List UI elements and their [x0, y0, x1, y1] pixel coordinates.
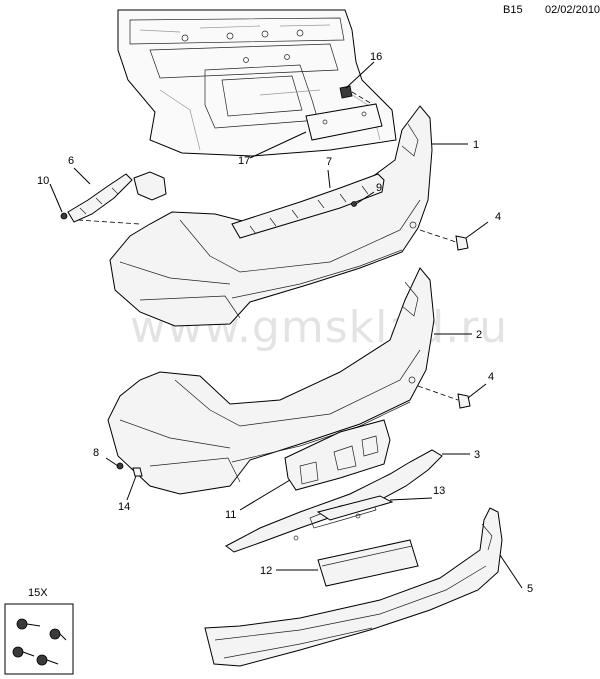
diagram-code: B15: [503, 4, 523, 16]
part-5-lower-diffuser: [204, 507, 503, 667]
callout-11: 11: [225, 509, 236, 521]
part-9-clip: [351, 201, 357, 207]
part-7-center-bracket: [231, 173, 385, 239]
part-2-bumper-fascia: [107, 267, 435, 495]
callout-8: 8: [93, 447, 99, 459]
callout-10: 10: [37, 175, 49, 187]
part-11-reinforcement: [284, 419, 391, 491]
callout-3: 3: [474, 449, 480, 461]
leader-lines: [49, 61, 523, 589]
part-12-panel: [317, 539, 419, 587]
callout-17: 17: [238, 155, 250, 167]
callout-13: 13: [433, 485, 445, 497]
part-14-clip: [132, 467, 143, 477]
callout-14: 14: [118, 501, 130, 513]
callout-16: 16: [370, 51, 382, 63]
part-10-screw: [60, 212, 68, 220]
part-6-side-bracket: [67, 171, 167, 225]
part-8-screw: [116, 462, 124, 470]
diagram-date: 02/02/2010: [545, 4, 600, 16]
callout-4-lower: 4: [488, 371, 494, 383]
part-4-clip-upper: [419, 229, 469, 251]
callout-5: 5: [527, 583, 533, 595]
part-17-bracket: [305, 103, 383, 141]
part-13-panel: [316, 495, 394, 521]
callout-4-upper: 4: [495, 211, 501, 223]
callout-1: 1: [473, 139, 479, 151]
callout-12: 12: [260, 565, 272, 577]
tailgate-illustration: [117, 9, 397, 157]
callout-9: 9: [376, 182, 382, 194]
callout-7: 7: [326, 156, 332, 168]
kit-15x-hardware: [4, 603, 74, 675]
callout-2: 2: [476, 329, 482, 341]
callout-6: 6: [68, 155, 74, 167]
part-16-fastener: [339, 85, 373, 105]
callout-15x: 15X: [28, 587, 48, 599]
part-4-clip-lower: [417, 385, 471, 409]
